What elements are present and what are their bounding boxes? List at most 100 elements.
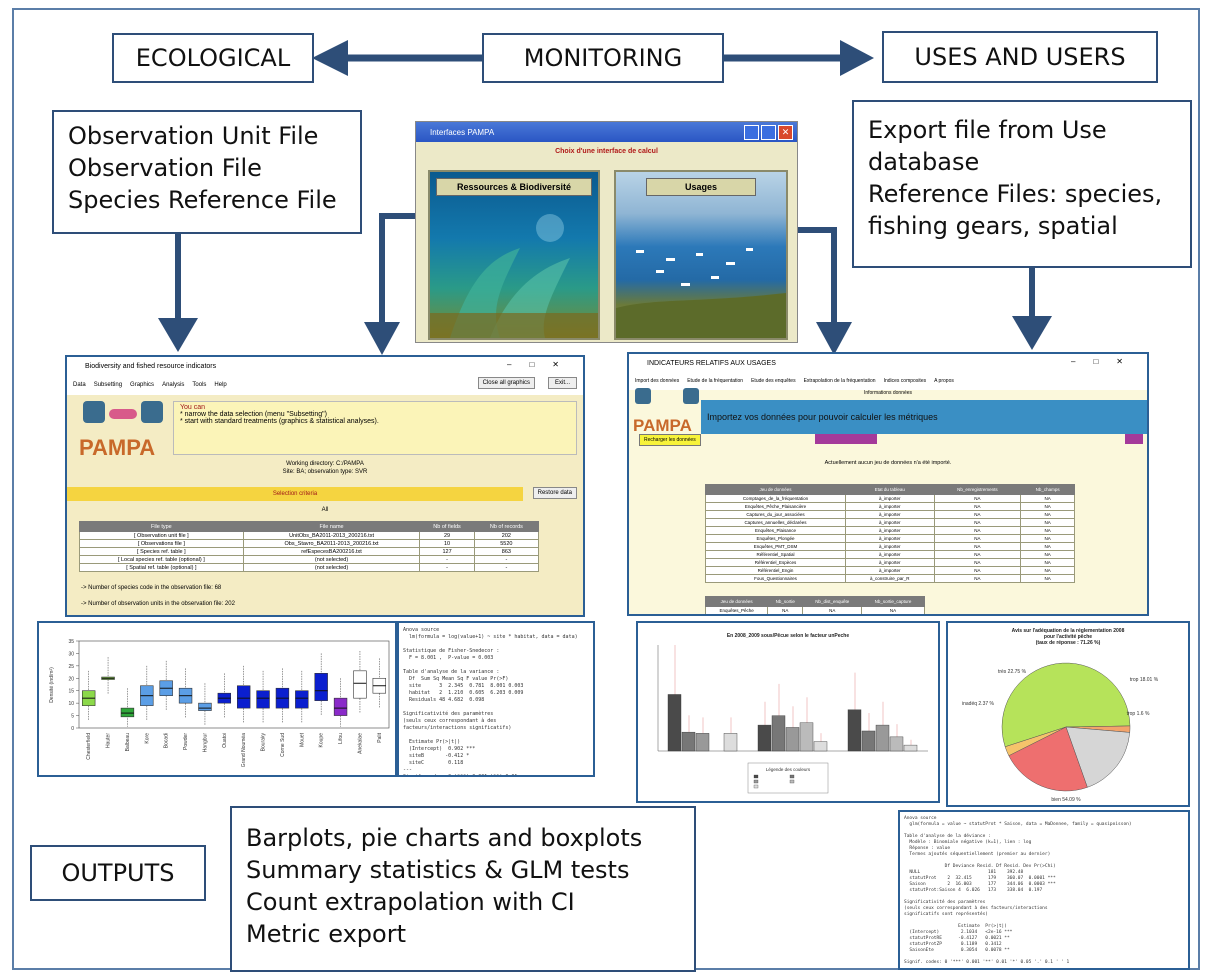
menu-data[interactable]: Data [73, 382, 86, 388]
input-file-item: Species Reference File [68, 186, 337, 214]
menu-subsetting[interactable]: Subsetting [93, 382, 123, 388]
bio-titlebar: Biodiversity and fished resource indicat… [67, 357, 583, 375]
table-cell: Enquêtes_Pêche_Plaisancière [705, 502, 846, 511]
glm-output: Anova source glm(formula = value ~ statu… [898, 810, 1190, 970]
biodiversity-button[interactable]: Ressources & Biodiversité [428, 170, 600, 340]
table-cell: NA [1020, 566, 1075, 575]
legend-swatch [753, 784, 759, 789]
table-cell: NA [1020, 574, 1075, 583]
menu-enquetes[interactable]: Etude des enquêtes [751, 378, 796, 384]
menu-tools[interactable]: Tools [192, 382, 207, 388]
outputs-label: OUTPUTS [61, 859, 175, 887]
table-cell: NA [933, 542, 1022, 551]
table-cell: Enquêtes_Plaisance [705, 526, 846, 535]
pie-slice [1008, 726, 1088, 792]
pampa-subtitle: Choix d'une interface de calcul [555, 148, 658, 155]
usages-button[interactable]: Usages [614, 170, 788, 340]
table-cell: Comptages_de_la_fréquentation [705, 494, 846, 503]
table-cell: NA [1020, 502, 1075, 511]
menu-indices[interactable]: Indices composites [883, 378, 927, 384]
table-cell: refEspecesBA200216.txt [242, 547, 421, 556]
hint-line: * narrow the data selection (menu "Subse… [180, 411, 327, 418]
bar [723, 733, 738, 752]
table-cell: NA [1020, 542, 1075, 551]
table-row: [ Local species ref. table (optional) ](… [79, 555, 540, 564]
table-cell: NA [933, 494, 1022, 503]
input-file-item: fishing gears, spatial [868, 212, 1118, 240]
table-cell: Fous_Questionnaires [705, 574, 846, 583]
table-cell: UnitObs_BA2011-2013_200216.txt [242, 531, 421, 540]
restore-data-button[interactable]: Restore data [532, 487, 577, 499]
no-data-message: Actuellement aucun jeu de données n'a ét… [824, 460, 952, 466]
exit-button[interactable]: Exit... [547, 377, 577, 389]
table-cell: NA [933, 518, 1022, 527]
table-cell: - [419, 563, 475, 572]
bar [813, 741, 828, 752]
category-label: Lifou [338, 733, 344, 744]
bio-file-table: File type File name Nb of fields Nb of r… [79, 521, 540, 572]
column-header: Jeu de données [705, 484, 846, 495]
box [120, 707, 135, 718]
table-cell: Captures_annuelles_déclarées [705, 518, 846, 527]
purple-button[interactable] [815, 434, 877, 444]
category-label: Corne Sud [280, 733, 286, 757]
menu-import[interactable]: Import des données [635, 378, 680, 384]
bar [757, 724, 772, 752]
close-icon[interactable]: ✕ [552, 360, 577, 369]
menu-frequentation[interactable]: Etude de la fréquentation [687, 378, 744, 384]
plot-frame [78, 640, 390, 729]
menu-extrapolation[interactable]: Extrapolation de la fréquentation [803, 378, 876, 384]
menu-help[interactable]: Help [214, 382, 227, 388]
table-cell: NA [1020, 494, 1075, 503]
maximize-button[interactable]: □ [529, 360, 553, 369]
minimize-button[interactable]: – [507, 360, 530, 369]
column-header: Nb_sortie [767, 596, 804, 607]
close-icon[interactable]: ✕ [778, 125, 793, 140]
table-cell: NA [933, 526, 1022, 535]
menu-graphics[interactable]: Graphics [130, 382, 155, 388]
column-header: Nb of fields [419, 521, 475, 532]
pampa-title: Interfaces PAMPA [430, 127, 495, 137]
output-item: Barplots, pie charts and boxplots [246, 824, 643, 852]
menu-analysis[interactable]: Analysis [162, 382, 185, 388]
table-cell: NA [933, 566, 1022, 575]
maximize-button[interactable] [761, 125, 776, 140]
maximize-button[interactable]: □ [1093, 357, 1117, 366]
close-icon[interactable]: ✕ [1116, 357, 1141, 366]
table-cell: Captures_du_jour_associées [705, 510, 846, 519]
minimize-button[interactable] [744, 125, 759, 140]
pampa-logo-text: PAMPA [633, 416, 692, 435]
menu-apropos[interactable]: A propos [934, 378, 954, 384]
column-header: Nb_enregistrements [933, 484, 1022, 495]
category-label: Koupe [319, 733, 325, 748]
table-cell: NA [767, 606, 804, 614]
table-cell: [ Observations file ] [79, 539, 244, 548]
table-cell: Obs_Stavro_BA2011-2013_200216.txt [242, 539, 421, 548]
biodiversity-button-label: Ressources & Biodiversité [436, 178, 592, 196]
table-cell: [ Species ref. table ] [79, 547, 244, 556]
pampa-logo-text: PAMPA [79, 435, 156, 460]
reload-data-button[interactable]: Recharger les données [639, 434, 701, 446]
table-cell: NA [1020, 550, 1075, 559]
category-label: Hangbur [202, 733, 208, 753]
legend-swatch [753, 774, 759, 779]
table-header-row: File type File name Nb of fields Nb of r… [79, 521, 540, 532]
table-cell: à_importer [844, 502, 935, 511]
minimize-button[interactable]: – [1071, 357, 1094, 366]
uses-dataset-table: Jeu de données Etat du tableau Nb_enregi… [705, 484, 1075, 583]
category-label: Hauter [106, 733, 112, 748]
close-all-graphics-button[interactable]: Close all graphics [477, 377, 535, 389]
table-cell: à_importer [844, 550, 935, 559]
uses-menubar: Import des données Etude de la fréquenta… [629, 372, 1147, 390]
table-cell: Référentiel_Espèces [705, 558, 846, 567]
category-label: Ouatoi [222, 733, 228, 748]
hint-line: * start with standard treatments (graphi… [180, 418, 379, 425]
purple-button[interactable] [1125, 434, 1143, 444]
pie-chart: Avis sur l'adéquation de la réglementati… [962, 628, 1159, 803]
pampa-logo: PAMPA [79, 401, 169, 461]
